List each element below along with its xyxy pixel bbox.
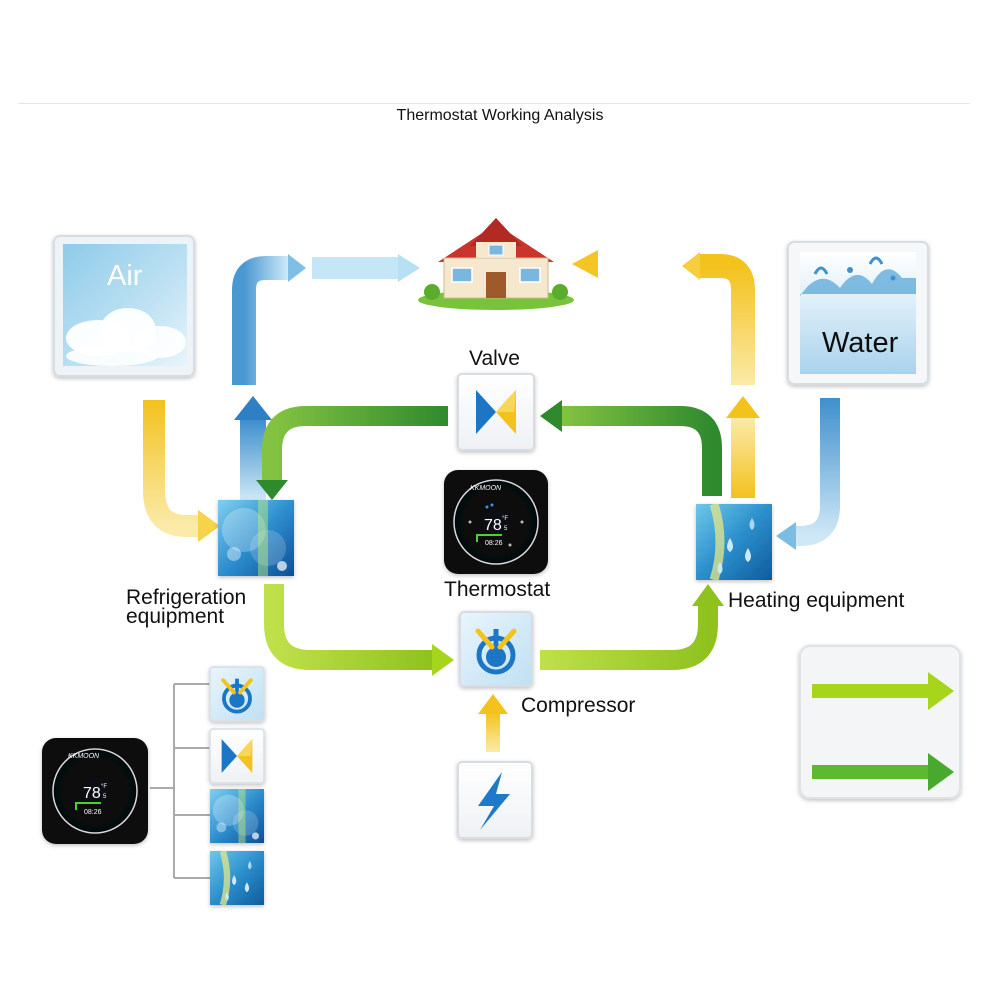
cool-flow-arrow: [232, 254, 420, 500]
tree-thermostat-temperature: 78: [83, 785, 101, 802]
air-cloud-icon: [66, 308, 186, 366]
tree-heating-icon: [210, 851, 264, 905]
green-return-arrow: [256, 400, 722, 500]
tree-valve-tile: [209, 728, 265, 784]
compressor-label: Compressor: [521, 694, 636, 717]
tree-heating-tile: [210, 851, 264, 905]
refrigeration-icon: [218, 500, 294, 576]
thermostat-temperature: 78: [484, 517, 502, 534]
legend-arrow-lime: [812, 672, 954, 710]
thermostat-brand: KKMOON: [470, 485, 502, 492]
heating-icon: [696, 504, 772, 580]
air-tile: Air: [53, 235, 195, 377]
lime-supply-arrow: [264, 584, 724, 676]
compressor-tile: [459, 611, 533, 687]
house-icon: [418, 218, 574, 310]
legend-arrow-green: [812, 753, 954, 791]
title-divider: [18, 103, 970, 104]
component-tree: KKMOON 78 °F 5 08:26: [42, 666, 265, 905]
water-tile: Water: [787, 241, 929, 385]
power-lightning-icon: [478, 772, 510, 830]
water-label: Water: [822, 327, 899, 359]
tree-thermostat-unit: °F: [101, 784, 107, 790]
tree-refrigeration-tile: [210, 789, 264, 843]
air-label: Air: [107, 260, 143, 292]
heating-label: Heating equipment: [728, 589, 905, 612]
refrigeration-label-line1: Refrigeration: [126, 586, 247, 609]
thermostat-time: 08:26: [485, 540, 503, 547]
valve-tile: [457, 373, 535, 451]
thermostat-unit: °F: [502, 516, 508, 522]
tree-thermostat-time: 08:26: [84, 809, 102, 816]
valve-label: Valve: [469, 347, 520, 370]
power-to-compressor-arrow: [478, 694, 508, 752]
legend-panel: [799, 645, 961, 799]
tree-thermostat-decimal: 5: [103, 794, 107, 800]
tree-thermostat-brand: KKMOON: [68, 753, 100, 760]
tree-refrigeration-icon: [210, 789, 264, 843]
tree-compressor-tile: [209, 666, 265, 722]
thermostat-device-icon: KKMOON 78 °F 5 08:26: [444, 470, 548, 574]
warm-flow-arrow: [572, 250, 760, 498]
power-tile: [457, 761, 533, 839]
diagram-title: Thermostat Working Analysis: [396, 107, 604, 124]
tree-thermostat-icon: KKMOON 78 °F 5 08:26: [42, 738, 148, 844]
air-to-refrigeration-arrow: [143, 400, 220, 542]
thermostat-decimal: 5: [504, 526, 508, 532]
refrigeration-label: Refrigeration equipment: [126, 586, 247, 628]
heating-equipment-tile: [696, 504, 772, 580]
refrigeration-equipment-tile: [218, 500, 294, 576]
water-splash-icon: [800, 256, 916, 296]
water-to-heating-arrow: [776, 398, 840, 550]
thermostat-label: Thermostat: [444, 578, 551, 601]
refrigeration-label-line2: equipment: [126, 605, 225, 628]
